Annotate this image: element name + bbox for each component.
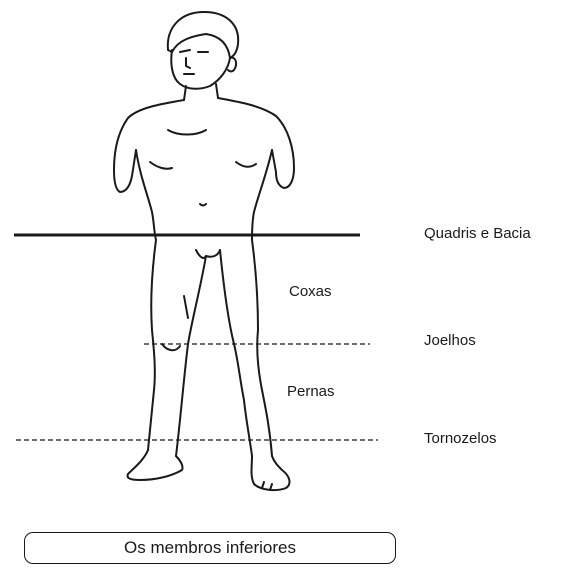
left-arm [114, 100, 184, 192]
right-arm [218, 98, 294, 188]
right-leg-outer [252, 240, 272, 456]
human-figure [114, 12, 294, 490]
label-ankles: Tornozelos [424, 430, 497, 447]
label-legs: Pernas [287, 383, 335, 400]
left-leg-outer [148, 240, 156, 450]
face [171, 50, 230, 89]
right-leg-inner [220, 250, 252, 456]
crotch [196, 250, 220, 258]
caption-box: Os membros inferiores [24, 532, 396, 564]
label-hips: Quadris e Bacia [424, 225, 531, 242]
caption-text: Os membros inferiores [124, 538, 296, 558]
neck [184, 86, 186, 100]
label-thighs: Coxas [289, 283, 332, 300]
left-leg-inner [176, 256, 206, 456]
navel [200, 204, 206, 206]
label-knees: Joelhos [424, 332, 476, 349]
left-foot [128, 450, 183, 480]
right-foot [252, 456, 290, 490]
